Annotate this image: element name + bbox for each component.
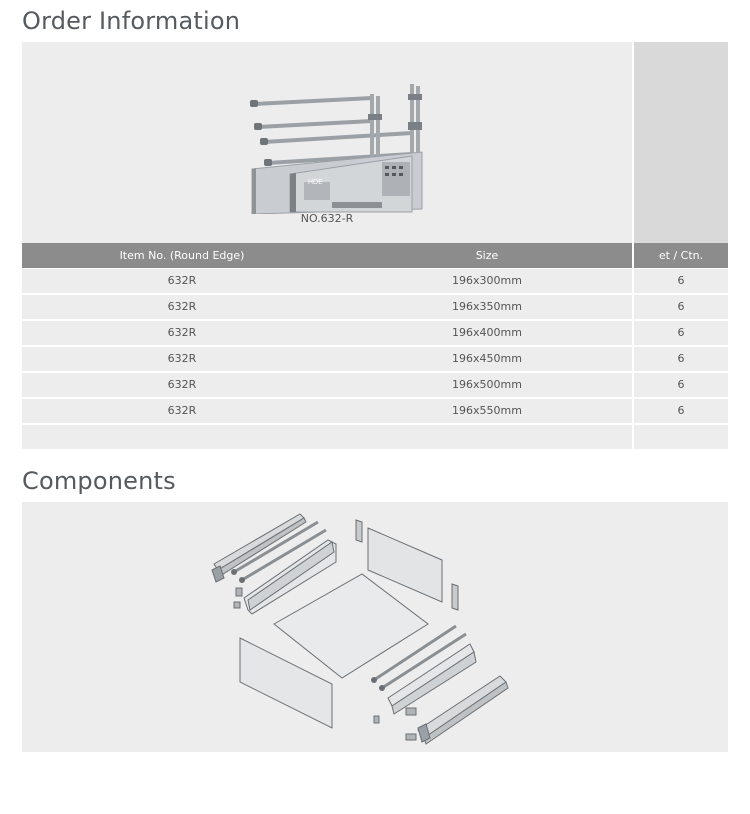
cell-item-no: 632R: [22, 373, 342, 397]
product-caption: NO.632-R: [300, 212, 354, 225]
cell-size: 196x400mm: [342, 321, 632, 345]
table-header: Item No. (Round Edge) Size et / Ctn.: [22, 243, 728, 268]
cell-qty: 6: [634, 269, 728, 293]
brand-mark: HDE: [308, 179, 323, 186]
cell-empty: [634, 425, 728, 449]
cell-size: 196x500mm: [342, 373, 632, 397]
components-panel: [22, 502, 728, 752]
cell-empty: [22, 425, 342, 449]
table-row: 632R 196x350mm 6: [22, 295, 728, 321]
cell-item-no: 632R: [22, 399, 342, 423]
drawer-product-image: HDE: [250, 84, 423, 214]
components-title: Components: [22, 467, 176, 495]
cell-qty: 6: [634, 399, 728, 423]
cell-qty: 6: [634, 373, 728, 397]
cell-item-no: 632R: [22, 347, 342, 371]
order-information-section: HDE NO.632-R Item No. (Round Edge) Size …: [22, 42, 728, 452]
table-row: 632R 196x500mm 6: [22, 373, 728, 399]
cell-size: 196x550mm: [342, 399, 632, 423]
table-row-empty: [22, 425, 728, 451]
cell-qty: 6: [634, 347, 728, 371]
cell-qty: 6: [634, 295, 728, 319]
header-size: Size: [342, 243, 632, 268]
cell-size: 196x450mm: [342, 347, 632, 371]
cell-item-no: 632R: [22, 295, 342, 319]
table-row: 632R 196x450mm 6: [22, 347, 728, 373]
header-item-no: Item No. (Round Edge): [22, 243, 342, 268]
table-body: 632R 196x300mm 6 632R 196x350mm 6 632R 1…: [22, 269, 728, 451]
header-qty-per-carton: et / Ctn.: [634, 243, 728, 268]
cell-size: 196x300mm: [342, 269, 632, 293]
product-image-panel: HDE NO.632-R: [22, 42, 632, 243]
cell-item-no: 632R: [22, 321, 342, 345]
cell-empty: [342, 425, 632, 449]
table-row: 632R 196x300mm 6: [22, 269, 728, 295]
exploded-components-diagram: [211, 513, 509, 745]
order-information-title: Order Information: [22, 7, 241, 35]
side-panel: [634, 42, 728, 243]
table-row: 632R 196x550mm 6: [22, 399, 728, 425]
cell-item-no: 632R: [22, 269, 342, 293]
table-row: 632R 196x400mm 6: [22, 321, 728, 347]
cell-qty: 6: [634, 321, 728, 345]
cell-size: 196x350mm: [342, 295, 632, 319]
